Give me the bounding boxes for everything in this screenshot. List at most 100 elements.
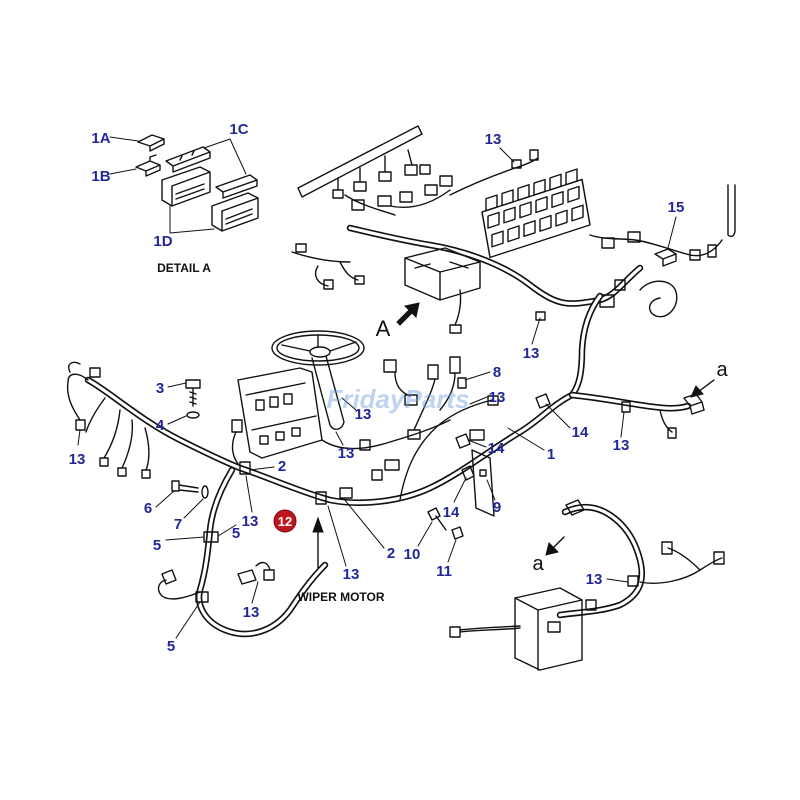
view-letter-a-detail: A [376, 316, 391, 341]
hardware [171, 379, 495, 540]
leader-9 [486, 479, 496, 501]
relay [535, 196, 548, 214]
relay-block-base [481, 178, 591, 259]
leader-13-section-a [606, 578, 629, 583]
clamps-5 [195, 531, 257, 603]
leader-1a [109, 136, 139, 142]
bolt-6 [171, 480, 199, 493]
leader-13-top [499, 147, 515, 163]
cab-frame-rail [297, 125, 423, 198]
connector-1c-upper [165, 146, 211, 173]
highlighted-part-badge: 12 [273, 509, 297, 533]
connector-1a [137, 134, 165, 152]
callout-2: 2 [387, 545, 395, 562]
callout-5: 5 [167, 638, 175, 655]
leader-3 [167, 382, 187, 388]
callout-13: 13 [586, 571, 603, 588]
right-branch-wires [589, 231, 723, 261]
detail-a-connectors [109, 134, 259, 234]
leader-2-upper [249, 466, 275, 471]
callout-11: 11 [436, 563, 452, 580]
vertical-pipe [727, 184, 736, 238]
harness-to-cluster-branch [399, 395, 499, 501]
relay [485, 194, 498, 212]
controller-drop-wire [449, 289, 462, 334]
switch-box [514, 587, 583, 671]
view-arrow-detail-a [396, 302, 420, 326]
lower-harness-inner [197, 468, 327, 636]
relay [565, 168, 578, 186]
section-a-detail [449, 379, 725, 671]
relay [507, 225, 520, 243]
callout-4: 4 [156, 417, 165, 434]
relay [571, 204, 584, 222]
steering-wheel-hub [309, 346, 331, 358]
bolt-10 [427, 507, 447, 531]
callout-13: 13 [613, 437, 630, 454]
dash-to-cluster-wire [321, 419, 451, 450]
leader-10 [417, 521, 433, 547]
callout-2: 2 [278, 458, 286, 475]
relay [491, 230, 504, 248]
callout-14: 14 [443, 504, 460, 521]
relay [549, 173, 562, 191]
steering-wheel-spokes [281, 334, 357, 352]
callout-13: 13 [485, 131, 502, 148]
leader-13-upper-right [531, 317, 541, 345]
bolt-3 [185, 379, 201, 407]
center-switch-cluster [339, 356, 485, 499]
leader-7 [183, 498, 204, 519]
callout-1a: 1A [91, 130, 110, 147]
relay [519, 201, 532, 219]
section-a-harness-inner [558, 505, 644, 617]
callout-14: 14 [488, 440, 505, 457]
callout-3: 3 [156, 380, 164, 397]
loop-wire [599, 279, 678, 318]
watermark-logo: FridayParts [326, 384, 469, 414]
connector-1b [135, 154, 161, 177]
callout-10: 10 [404, 546, 421, 563]
wiper-motor-caption: WIPER MOTOR [297, 590, 384, 604]
left-pigtail-wires [291, 243, 365, 290]
leader-14-lower [453, 477, 467, 503]
callout-1b: 1B [91, 168, 110, 185]
leader-5-upper [217, 524, 237, 537]
leader-1b [109, 168, 137, 175]
view-letter-a-top: a [716, 359, 728, 381]
callout-8: 8 [493, 364, 501, 381]
relay [487, 211, 500, 229]
relay [501, 189, 514, 207]
steering-wheel-rim-outer [271, 330, 365, 366]
leader-13-column [341, 397, 357, 411]
leader-5-left [165, 536, 205, 541]
relay [539, 214, 552, 232]
clip-upper-right [535, 311, 546, 321]
connector-1d-left [161, 166, 211, 207]
nut-11 [451, 526, 464, 540]
section-a-connectors [565, 499, 725, 611]
callout-13: 13 [69, 451, 86, 468]
left-hook-wire [66, 361, 101, 431]
relay-block [481, 168, 591, 259]
section-a-top-arrow-shaft [697, 379, 715, 393]
leader-8 [464, 371, 491, 381]
callout-6: 6 [144, 500, 152, 517]
connector-1c-lower [215, 174, 258, 199]
leader-lines [77, 371, 629, 639]
leader-13-right-branch [620, 411, 625, 438]
washer-4 [186, 411, 200, 419]
callout-5: 5 [153, 537, 161, 554]
callout-9: 9 [493, 499, 501, 516]
lower-left-harness [157, 466, 329, 638]
left-pigtails [85, 397, 151, 479]
leader-11 [447, 539, 457, 563]
washer-7 [201, 485, 209, 499]
callout-13: 13 [343, 566, 360, 583]
leader-13-mid-right [469, 396, 488, 405]
leader-1d [169, 205, 215, 234]
leader-13-wiper [327, 505, 347, 567]
relay [551, 190, 564, 208]
leader-5-bottom [175, 601, 201, 639]
relay [517, 183, 530, 202]
